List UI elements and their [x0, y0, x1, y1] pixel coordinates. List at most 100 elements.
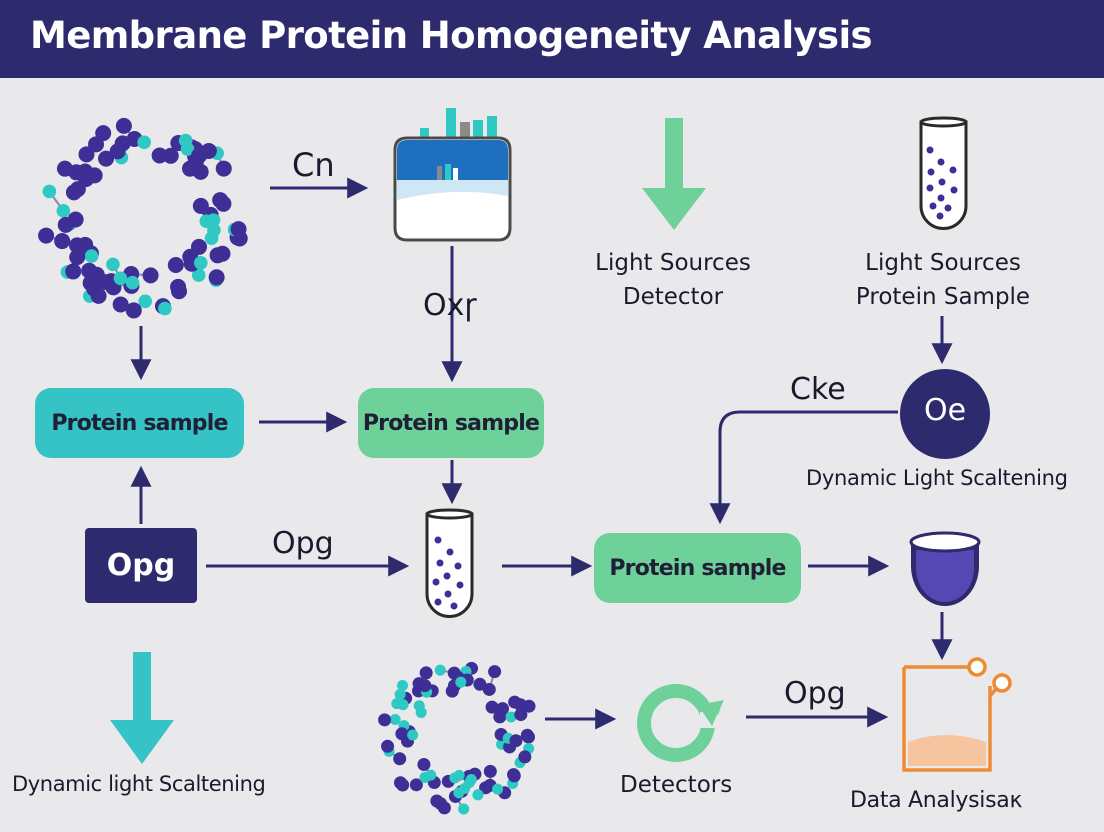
molecule-atom [167, 257, 184, 274]
molecule-atom [191, 268, 206, 282]
molecule-atom [57, 216, 74, 233]
molecule-atom [465, 774, 477, 786]
molecule-atom [434, 664, 446, 676]
label-oxr: Oxɼ [423, 288, 477, 323]
molecule-atom [485, 700, 499, 714]
molecule-atom [409, 778, 423, 792]
protein-sample-box-left: Protein sample [35, 388, 244, 458]
protein-molecule-icon [378, 661, 536, 815]
data-analysis-chart-icon [902, 657, 1012, 772]
molecule-atom [518, 750, 532, 764]
molecule-atom [86, 167, 103, 184]
molecule-atom [397, 699, 409, 711]
label-data-analysis: Data Analysisaκ [850, 788, 1023, 813]
oe-circle-label: Oe [923, 393, 967, 428]
molecule-atom [455, 676, 467, 688]
label-opg-bottom: Opg [784, 676, 846, 711]
molecule-atom [42, 184, 57, 199]
molecule-atom [215, 195, 232, 212]
molecule-atom [394, 688, 406, 700]
molecule-atom [69, 249, 86, 266]
test-tube-icon [919, 116, 968, 230]
oe-circle [900, 369, 990, 459]
molecule-atom [125, 275, 140, 290]
protein-sample-box-right: Protein sample [594, 533, 801, 603]
molecule-atom [209, 247, 226, 264]
molecule-atom [56, 204, 71, 218]
molecule-atom [88, 266, 105, 283]
molecule-atom [138, 294, 153, 309]
molecule-atom [230, 221, 247, 238]
molecule-atom [90, 287, 107, 304]
molecule-atom [520, 728, 534, 742]
protein-molecule-icon [38, 117, 248, 319]
molecule-atom [492, 783, 504, 795]
molecule-atom [56, 160, 73, 177]
molecule-atom [38, 227, 55, 244]
molecule-atom [65, 263, 82, 280]
molecule-atom [396, 679, 409, 691]
label-opg-mid: Opg [272, 526, 334, 561]
label-dls-right: Dynamic Light Scaltening [806, 466, 1068, 490]
molecule-atom [508, 695, 522, 709]
label-detectors: Detectors [620, 772, 733, 798]
molecule-atom [507, 769, 521, 783]
molecule-atom [109, 143, 126, 160]
molecule-atom [473, 677, 487, 691]
label-cke: Cke [790, 372, 846, 407]
molecule-atom [417, 757, 431, 771]
molecule-atom [113, 271, 128, 286]
molecule-atom [54, 233, 71, 250]
molecule-atom [483, 764, 497, 778]
page-title: Membrane Protein Homogeneity Analysis [30, 14, 873, 57]
label-light-sources-detector: Light Sources Detector [595, 250, 751, 310]
beaker-icon [909, 531, 981, 606]
molecule-atom [393, 752, 407, 766]
molecule-atom [151, 147, 168, 164]
test-tube-icon [425, 508, 474, 618]
molecule-atom [458, 803, 470, 815]
molecule-atom [407, 729, 419, 741]
molecule-atom [115, 117, 132, 134]
header-bar: Membrane Protein Homogeneity Analysis [0, 0, 1104, 78]
molecule-atom [170, 278, 187, 295]
molecule-atom [106, 257, 120, 272]
molecule-atom [125, 302, 142, 319]
molecule-atom [453, 769, 465, 781]
molecule-atom [98, 150, 115, 167]
molecule-atom [472, 789, 484, 801]
arrow-circle-to-sample [709, 410, 898, 525]
molecule-atom [84, 249, 99, 263]
opg-box: Opg [85, 528, 197, 603]
molecule-atom [78, 146, 95, 163]
label-dls-bottom: Dynamic light Scaltening [12, 772, 266, 796]
molecule-atom [418, 679, 432, 693]
molecule-atom [95, 125, 112, 142]
molecule-atom [419, 771, 431, 783]
molecule-atom [434, 797, 448, 811]
molecule-atom [415, 706, 427, 718]
molecule-atom [69, 181, 86, 198]
molecule-atom [137, 135, 152, 150]
molecule-atom [505, 711, 517, 723]
molecule-atom [514, 708, 528, 722]
green-down-arrow-icon [642, 118, 706, 230]
molecule-atom [204, 231, 219, 245]
molecule-atom [199, 214, 214, 228]
detector-ring-icon [637, 684, 724, 762]
molecule-atom [192, 197, 209, 214]
protein-sample-box-mid: Protein sample [358, 388, 544, 458]
teal-down-arrow-icon [110, 652, 174, 764]
molecule-atom [488, 665, 502, 679]
molecule-atom [381, 739, 395, 753]
molecule-atom [180, 142, 195, 156]
molecule-atom [193, 255, 208, 270]
molecule-atom [509, 734, 523, 748]
molecule-atom [187, 154, 204, 171]
molecule-atom [208, 269, 225, 286]
molecule-atom [142, 267, 159, 284]
molecule-atom [378, 713, 392, 727]
label-light-sources-protein-sample: Light Sources Protein Sample [855, 250, 1031, 310]
molecule-atom [419, 666, 433, 680]
